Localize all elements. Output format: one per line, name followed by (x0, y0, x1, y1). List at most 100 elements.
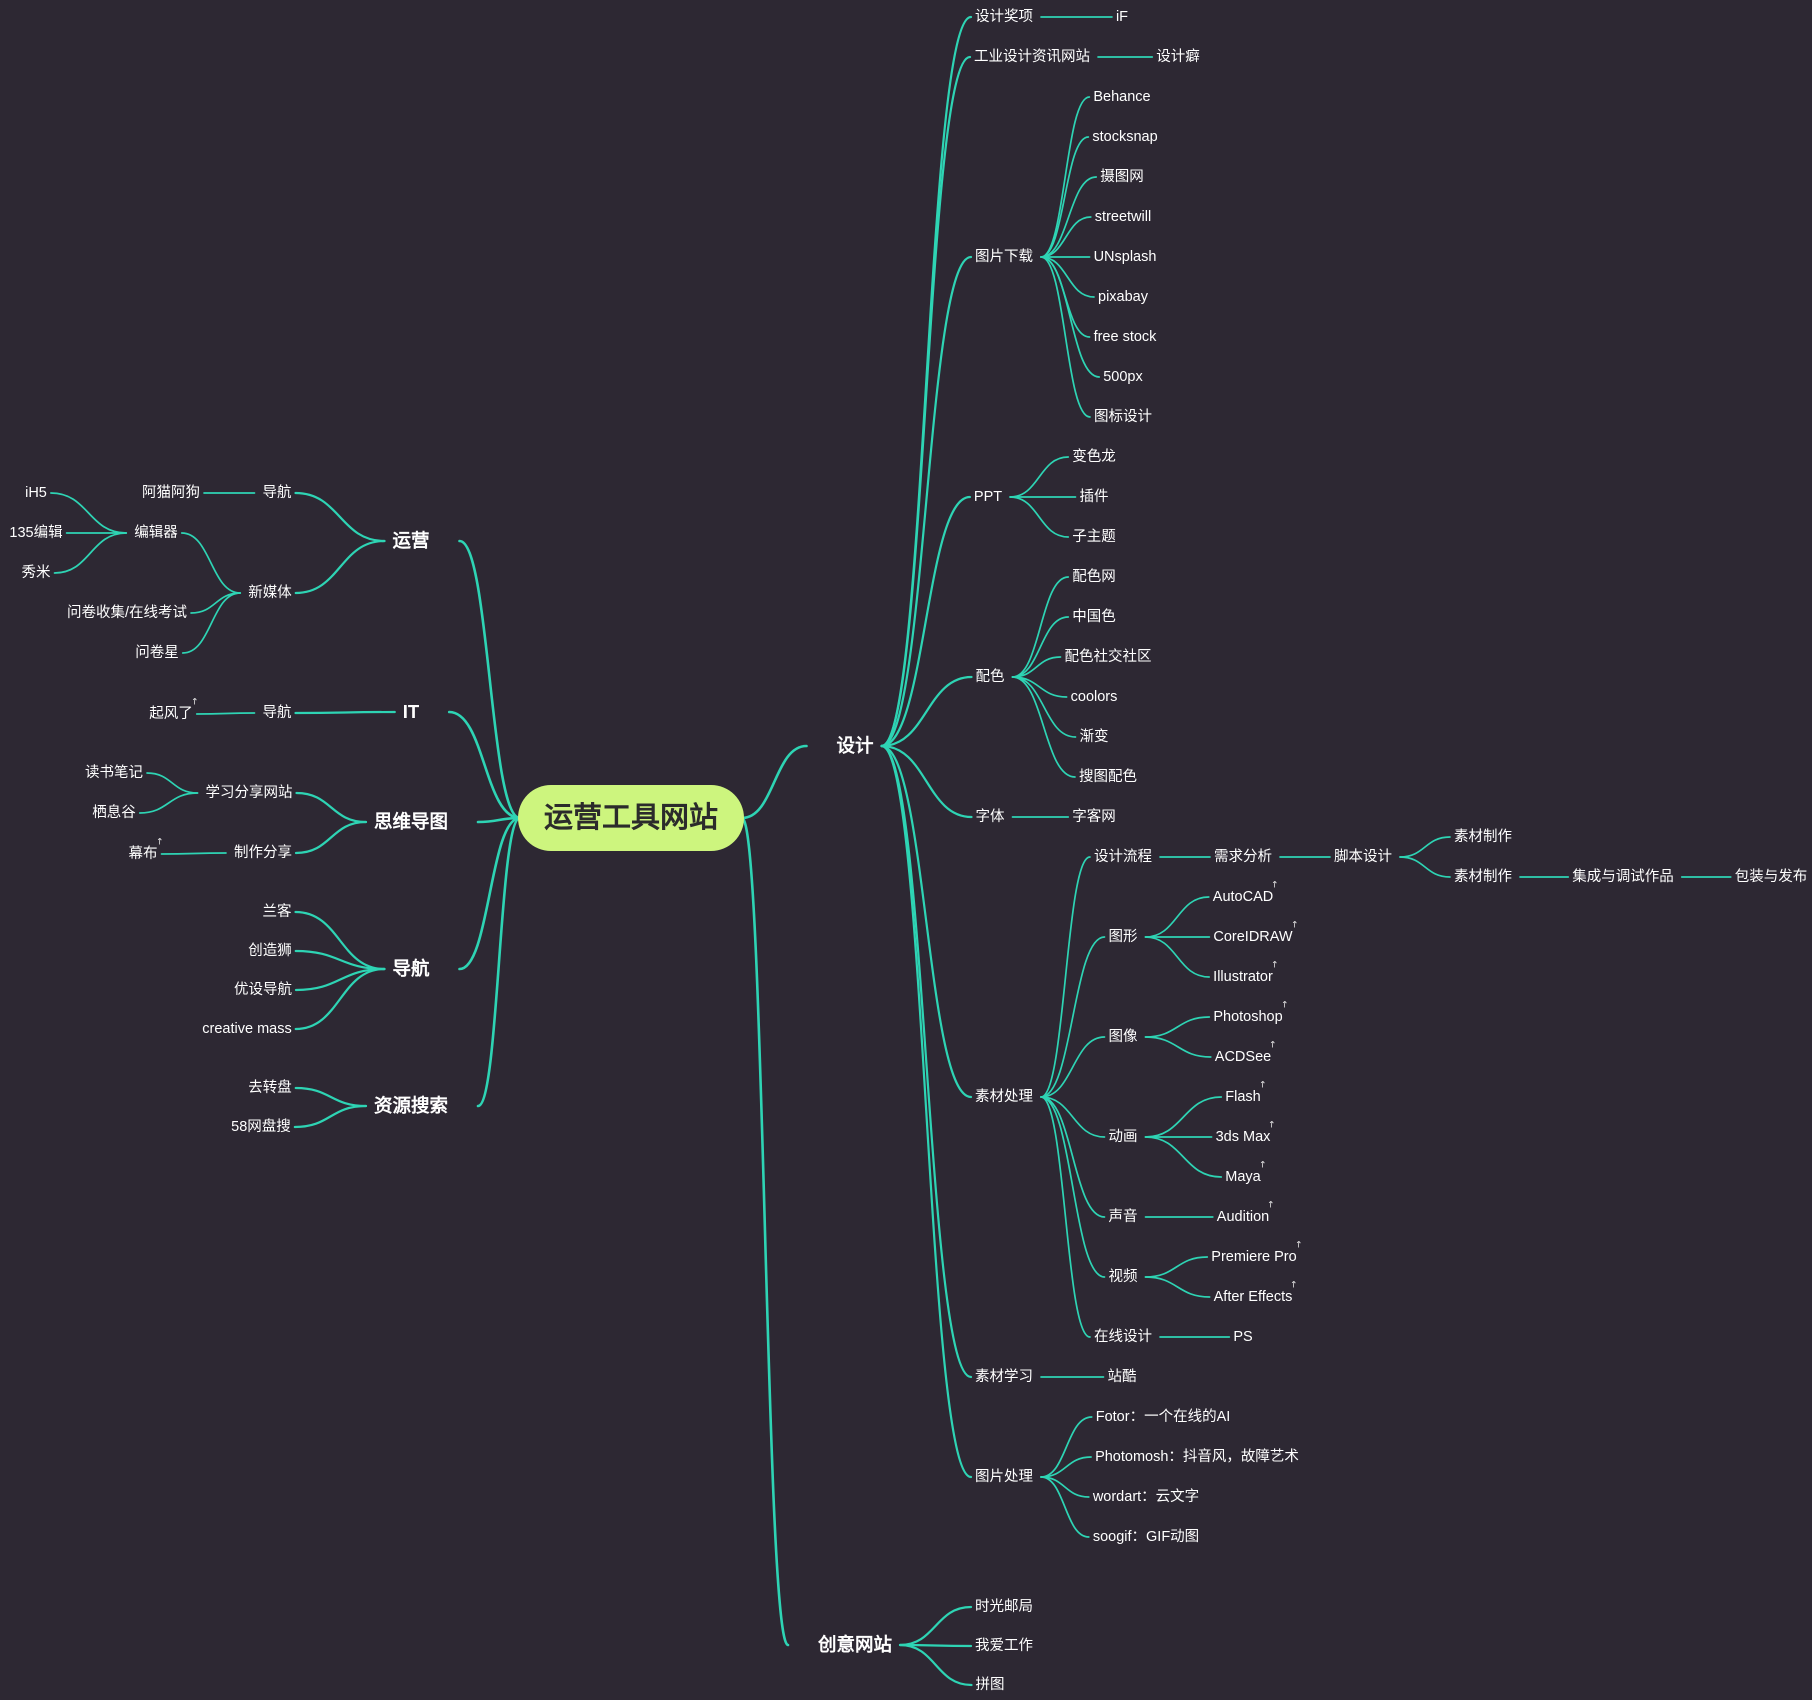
topic-right-1-2-node[interactable]: 拼图 (975, 1676, 1005, 1693)
topic-right-0-6-1-0-autocad[interactable]: AutoCAD (1212, 888, 1274, 905)
topic-left-2-0-node[interactable]: 学习分享网站 (205, 784, 293, 801)
topic-right-0-6-5-0-premiere-pro[interactable]: Premiere Pro (1211, 1248, 1297, 1265)
topic-left-0-0-0-node[interactable]: 阿猫阿狗 (142, 484, 200, 501)
topic-right-0-8-2-wordart[interactable]: wordart：云文字 (1092, 1488, 1200, 1505)
topic-right-0-6-0-0-0-1-0-node[interactable]: 集成与调试作品 (1572, 868, 1674, 885)
topic-right-0-4-node[interactable]: 配色 (975, 668, 1005, 685)
topic-right-0-3-1-node[interactable]: 插件 (1079, 488, 1109, 505)
topic-left-2-0-1-node[interactable]: 栖息谷 (92, 804, 136, 821)
topic-right-0-4-3-coolors[interactable]: coolors (1070, 688, 1118, 705)
topic-right-0-6-2-1-acdsee[interactable]: ACDSee (1214, 1048, 1272, 1065)
topic-left-0-1-0-node[interactable]: 编辑器 (134, 524, 178, 541)
topic-right-0-2-node[interactable]: 图片下载 (975, 248, 1033, 265)
topic-left-4-node[interactable]: 资源搜索 (373, 1094, 449, 1116)
topic-right-0-7-node[interactable]: 素材学习 (975, 1368, 1033, 1385)
topic-right-0-6-2-node[interactable]: 图像 (1108, 1028, 1138, 1045)
link-right-0-6-0-0-0-0 (1399, 836, 1451, 858)
topic-right-1-node[interactable]: 创意网站 (817, 1633, 893, 1655)
topic-right-0-7-0-node[interactable]: 站酷 (1107, 1368, 1137, 1385)
link-right-0-3 (880, 495, 971, 748)
topic-right-0-4-1-node[interactable]: 中国色 (1072, 608, 1116, 625)
topic-right-0-6-2-0-photoshop[interactable]: Photoshop (1213, 1008, 1283, 1025)
topic-right-0-0-node[interactable]: 设计奖项 (975, 8, 1033, 25)
topic-right-0-2-0-behance[interactable]: Behance (1093, 88, 1151, 105)
topic-left-2-node[interactable]: 思维导图 (373, 810, 449, 832)
topic-right-0-4-0-node[interactable]: 配色网 (1072, 568, 1116, 585)
root-topic[interactable]: 运营工具网站 (518, 785, 744, 851)
topic-right-0-8-node[interactable]: 图片处理 (975, 1468, 1033, 1485)
topic-right-0-6-4-node[interactable]: 声音 (1108, 1208, 1138, 1225)
topic-right-0-6-5-node[interactable]: 视频 (1108, 1268, 1138, 1285)
topic-right-0-2-5-pixabay[interactable]: pixabay (1098, 288, 1148, 305)
topic-right-0-6-1-2-illustrator[interactable]: Illustrator (1213, 968, 1273, 985)
topic-left-0-1-0-2-node[interactable]: 秀米 (21, 564, 51, 581)
topic-left-2-1-0-node[interactable]: 幕布 (128, 845, 158, 862)
topic-left-1-it[interactable]: IT (402, 700, 420, 722)
topic-right-0-6-5-1-after-effects[interactable]: After Effects (1213, 1288, 1293, 1305)
topic-left-4-1-58[interactable]: 58网盘搜 (231, 1118, 291, 1135)
topic-left-4-0-node[interactable]: 去转盘 (248, 1079, 292, 1096)
topic-left-0-1-1-node[interactable]: 问卷收集/在线考试 (66, 604, 188, 621)
topic-left-0-node[interactable]: 运营 (392, 529, 430, 551)
topic-left-0-0-node[interactable]: 导航 (262, 484, 292, 501)
topic-left-0-1-0-1-135[interactable]: 135编辑 (9, 524, 63, 541)
topic-right-0-6-0-0-0-0-node[interactable]: 素材制作 (1454, 828, 1512, 845)
topic-right-0-6-6-node[interactable]: 在线设计 (1094, 1328, 1152, 1345)
topic-right-0-3-ppt[interactable]: PPT (973, 488, 1003, 505)
topic-left-3-0-node[interactable]: 兰客 (262, 903, 292, 920)
topic-left-3-node[interactable]: 导航 (392, 957, 430, 979)
topic-right-0-6-3-node[interactable]: 动画 (1108, 1128, 1138, 1145)
link-left-0-1-2 (181, 592, 242, 654)
topic-right-0-8-3-soogif-gif[interactable]: soogif：GIF动图 (1092, 1528, 1200, 1545)
topic-right-0-6-4-0-audition[interactable]: Audition (1216, 1208, 1270, 1225)
link-left-2-1 (294, 820, 368, 855)
topic-right-0-6-6-0-ps[interactable]: PS (1233, 1328, 1253, 1345)
topic-right-0-6-3-1-3ds-max[interactable]: 3ds Max (1215, 1128, 1271, 1145)
topic-right-0-8-1-photomosh[interactable]: Photomosh：抖音风，故障艺术 (1095, 1448, 1299, 1465)
topic-right-1-1-node[interactable]: 我爱工作 (975, 1637, 1033, 1654)
topic-left-1-0-node[interactable]: 导航 (262, 704, 292, 721)
link-right-0-6-5-0 (1144, 1256, 1209, 1278)
topic-right-0-2-6-free-stock[interactable]: free stock (1093, 328, 1157, 345)
topic-left-3-3-creative-mass[interactable]: creative mass (202, 1020, 292, 1037)
topic-left-3-1-node[interactable]: 创造狮 (248, 942, 292, 959)
topic-right-0-6-3-2-maya[interactable]: Maya (1225, 1168, 1261, 1185)
topic-right-0-2-2-node[interactable]: 摄图网 (1100, 168, 1144, 185)
topic-right-0-4-5-node[interactable]: 搜图配色 (1079, 768, 1137, 785)
topic-right-0-2-4-unsplash[interactable]: UNsplash (1093, 248, 1157, 265)
topic-right-0-6-1-1-coreidraw[interactable]: CoreIDRAW (1213, 928, 1293, 945)
topic-right-0-4-4-node[interactable]: 渐变 (1079, 728, 1109, 745)
topic-right-0-8-0-fotor-ai[interactable]: Fotor：一个在线的AI (1095, 1408, 1231, 1425)
topic-right-0-3-0-node[interactable]: 变色龙 (1072, 448, 1116, 465)
topic-right-1-0-node[interactable]: 时光邮局 (975, 1598, 1033, 1615)
topic-right-0-6-0-0-0-node[interactable]: 脚本设计 (1334, 848, 1392, 865)
topic-right-0-6-1-node[interactable]: 图形 (1108, 928, 1138, 945)
topic-right-0-5-node[interactable]: 字体 (975, 808, 1005, 825)
topic-right-0-6-node[interactable]: 素材处理 (975, 1088, 1033, 1105)
topic-right-0-4-2-node[interactable]: 配色社交社区 (1064, 648, 1152, 665)
topic-right-0-6-0-0-0-1-node[interactable]: 素材制作 (1454, 868, 1512, 885)
topic-left-0-1-node[interactable]: 新媒体 (248, 584, 292, 601)
topic-right-0-node[interactable]: 设计 (836, 734, 874, 756)
link-right-0-6-2-0 (1144, 1016, 1211, 1038)
topic-right-0-2-1-stocksnap[interactable]: stocksnap (1092, 128, 1158, 145)
topic-left-0-1-0-0-ih5[interactable]: iH5 (25, 484, 47, 501)
topic-right-0-6-0-node[interactable]: 设计流程 (1094, 848, 1152, 865)
topic-left-2-0-0-node[interactable]: 读书笔记 (85, 764, 143, 781)
topic-left-2-1-node[interactable]: 制作分享 (234, 844, 292, 861)
topic-right-0-6-0-0-0-1-0-0-node[interactable]: 包装与发布 (1734, 868, 1808, 885)
link-right-0-6-6 (1040, 1096, 1091, 1338)
topic-right-0-0-0-if[interactable]: iF (1115, 8, 1129, 25)
topic-right-0-2-8-node[interactable]: 图标设计 (1094, 408, 1152, 425)
topic-right-0-6-3-0-flash[interactable]: Flash (1225, 1088, 1261, 1105)
topic-right-0-1-node[interactable]: 工业设计资讯网站 (974, 48, 1090, 65)
topic-right-0-2-3-streetwill[interactable]: streetwill (1094, 208, 1152, 225)
topic-right-0-1-0-node[interactable]: 设计癖 (1156, 48, 1200, 65)
topic-right-0-6-0-0-node[interactable]: 需求分析 (1214, 848, 1272, 865)
topic-right-0-3-2-node[interactable]: 子主题 (1072, 528, 1116, 545)
topic-right-0-5-0-node[interactable]: 字客网 (1072, 808, 1116, 825)
topic-left-1-0-0-node[interactable]: 起风了 (149, 705, 193, 722)
topic-right-0-2-7-500px[interactable]: 500px (1103, 368, 1143, 385)
topic-left-3-2-node[interactable]: 优设导航 (234, 981, 292, 998)
topic-left-0-1-2-node[interactable]: 问卷星 (135, 644, 179, 661)
